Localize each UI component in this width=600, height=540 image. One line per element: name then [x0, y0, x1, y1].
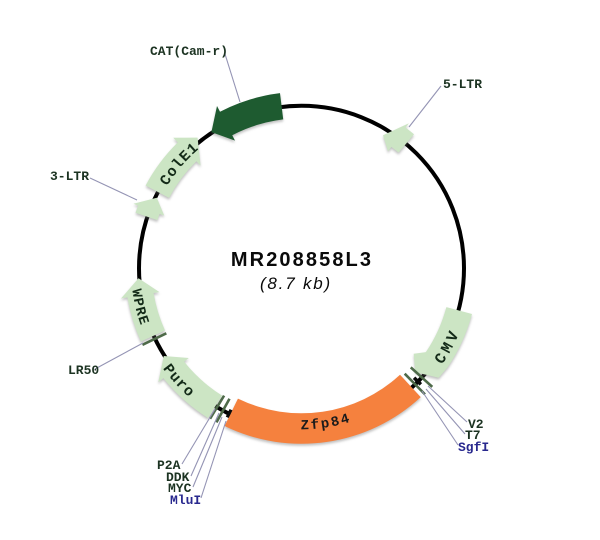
- svg-text:P2A: P2A: [157, 458, 181, 473]
- svg-text:WPRE: WPRE: [127, 288, 151, 328]
- svg-text:MluI: MluI: [170, 493, 201, 508]
- svg-text:3-LTR: 3-LTR: [50, 169, 89, 184]
- svg-text:MYC: MYC: [168, 481, 192, 496]
- svg-text:V2: V2: [468, 417, 484, 432]
- svg-text:DDK: DDK: [166, 470, 190, 485]
- svg-text:MR208858L3: MR208858L3: [231, 249, 373, 271]
- svg-text:(8.7 kb): (8.7 kb): [260, 274, 332, 293]
- svg-text:LR50: LR50: [68, 363, 99, 378]
- svg-text:T7: T7: [465, 428, 481, 443]
- svg-text:SgfI: SgfI: [458, 440, 489, 455]
- svg-text:CAT(Cam-r): CAT(Cam-r): [150, 44, 228, 59]
- svg-text:5-LTR: 5-LTR: [443, 77, 482, 92]
